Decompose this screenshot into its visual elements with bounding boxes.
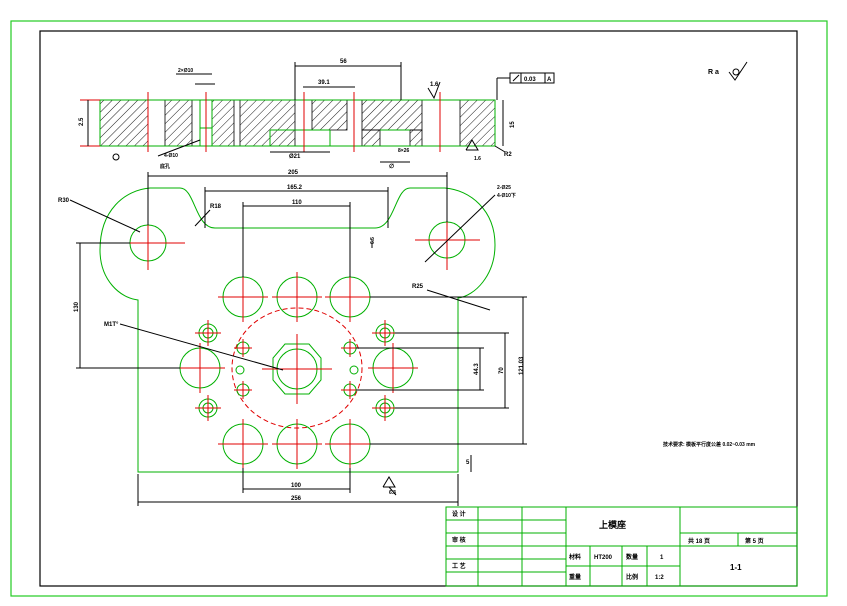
dim-right-height-outer: 121.03	[519, 356, 525, 375]
part-name: 上模座	[599, 519, 626, 530]
dim-small-offset: 6.5	[370, 237, 376, 244]
roughness-default-label: R a	[708, 69, 719, 76]
dim-right-height-inner: 44.3	[474, 363, 480, 375]
label-radius-left: R30	[58, 198, 70, 204]
label-radius-inner: R18	[210, 204, 222, 210]
sheet-no: 第 5 页	[744, 537, 764, 545]
dim-top-thickness-right: 15	[510, 121, 516, 128]
drawing-border	[39, 30, 798, 587]
dim-top-width: 56	[340, 59, 347, 65]
tech-note: 技术要求: 模板平行度公差 0.02~0.03 mm	[663, 441, 756, 448]
dim-hole-spacing-outer: 165.2	[287, 185, 303, 191]
radius-tr: R2	[504, 152, 512, 158]
dim-top-boss: Ø21	[289, 154, 301, 160]
note-depth: 底孔	[159, 163, 170, 170]
title-block: 设 计 审 核 工 艺 上模座 共 18 页 第 5 页 材料 HT200 数量…	[445, 506, 798, 587]
note-hole-right: 2-Ø25	[497, 185, 511, 191]
note-top-slot: 8×26	[398, 148, 409, 154]
row-label-process: 工 艺	[452, 562, 466, 570]
dim-hole-spacing-inner: 110	[292, 200, 302, 206]
default-roughness: R a	[708, 61, 748, 81]
dim-right-height-mid: 70	[499, 367, 505, 374]
note-pin: 2×Ø10	[178, 68, 193, 74]
label-radius-right: R25	[412, 284, 424, 290]
dim-top-depth-left: 2.5	[79, 117, 85, 126]
gdt-flatness: 0.03	[524, 77, 536, 83]
dim-bottom-right-small: 5	[466, 460, 470, 466]
dim-bottom-overall: 256	[291, 496, 302, 502]
dim-overall-holes: 205	[288, 170, 299, 176]
scale-value: 1:2	[655, 575, 664, 581]
section-view: 56 39.1 2.5 15 Ø21 ∅ 8×26 2×Ø10 4-Ø10 底孔…	[79, 59, 555, 170]
plan-view: 205 165.2 110 130 121.03 70 44.3 5 100	[58, 170, 527, 506]
label-thread: M1T°	[104, 322, 119, 328]
weight-label: 重量	[569, 573, 581, 581]
dim-bottom-inner: 100	[291, 483, 302, 489]
note-hole-left: 4-Ø10	[164, 153, 178, 159]
dim-left-height: 130	[74, 301, 80, 312]
qty-value: 1	[660, 555, 664, 561]
row-label-design: 设 计	[452, 510, 466, 518]
qty-label: 数量	[626, 553, 638, 561]
dim-top-inner: 39.1	[318, 80, 330, 86]
dim-top-slot-depth: ∅	[389, 163, 394, 170]
sheet-total: 共 18 页	[688, 537, 710, 545]
scale-label: 比例	[626, 573, 638, 581]
roughness-bottom: 1.6	[474, 156, 481, 162]
roughness-plate: 6.3	[389, 490, 396, 496]
material-label: 材料	[568, 553, 581, 561]
roughness-top: 1.6	[430, 82, 439, 88]
row-label-review: 审 核	[452, 536, 466, 544]
gdt-datum: A	[547, 77, 552, 83]
material-value: HT200	[594, 555, 613, 561]
note-hole-right2: 4-Ø10下	[497, 192, 516, 199]
drawing-number: 1-1	[730, 563, 742, 572]
outer-frame	[10, 20, 828, 597]
